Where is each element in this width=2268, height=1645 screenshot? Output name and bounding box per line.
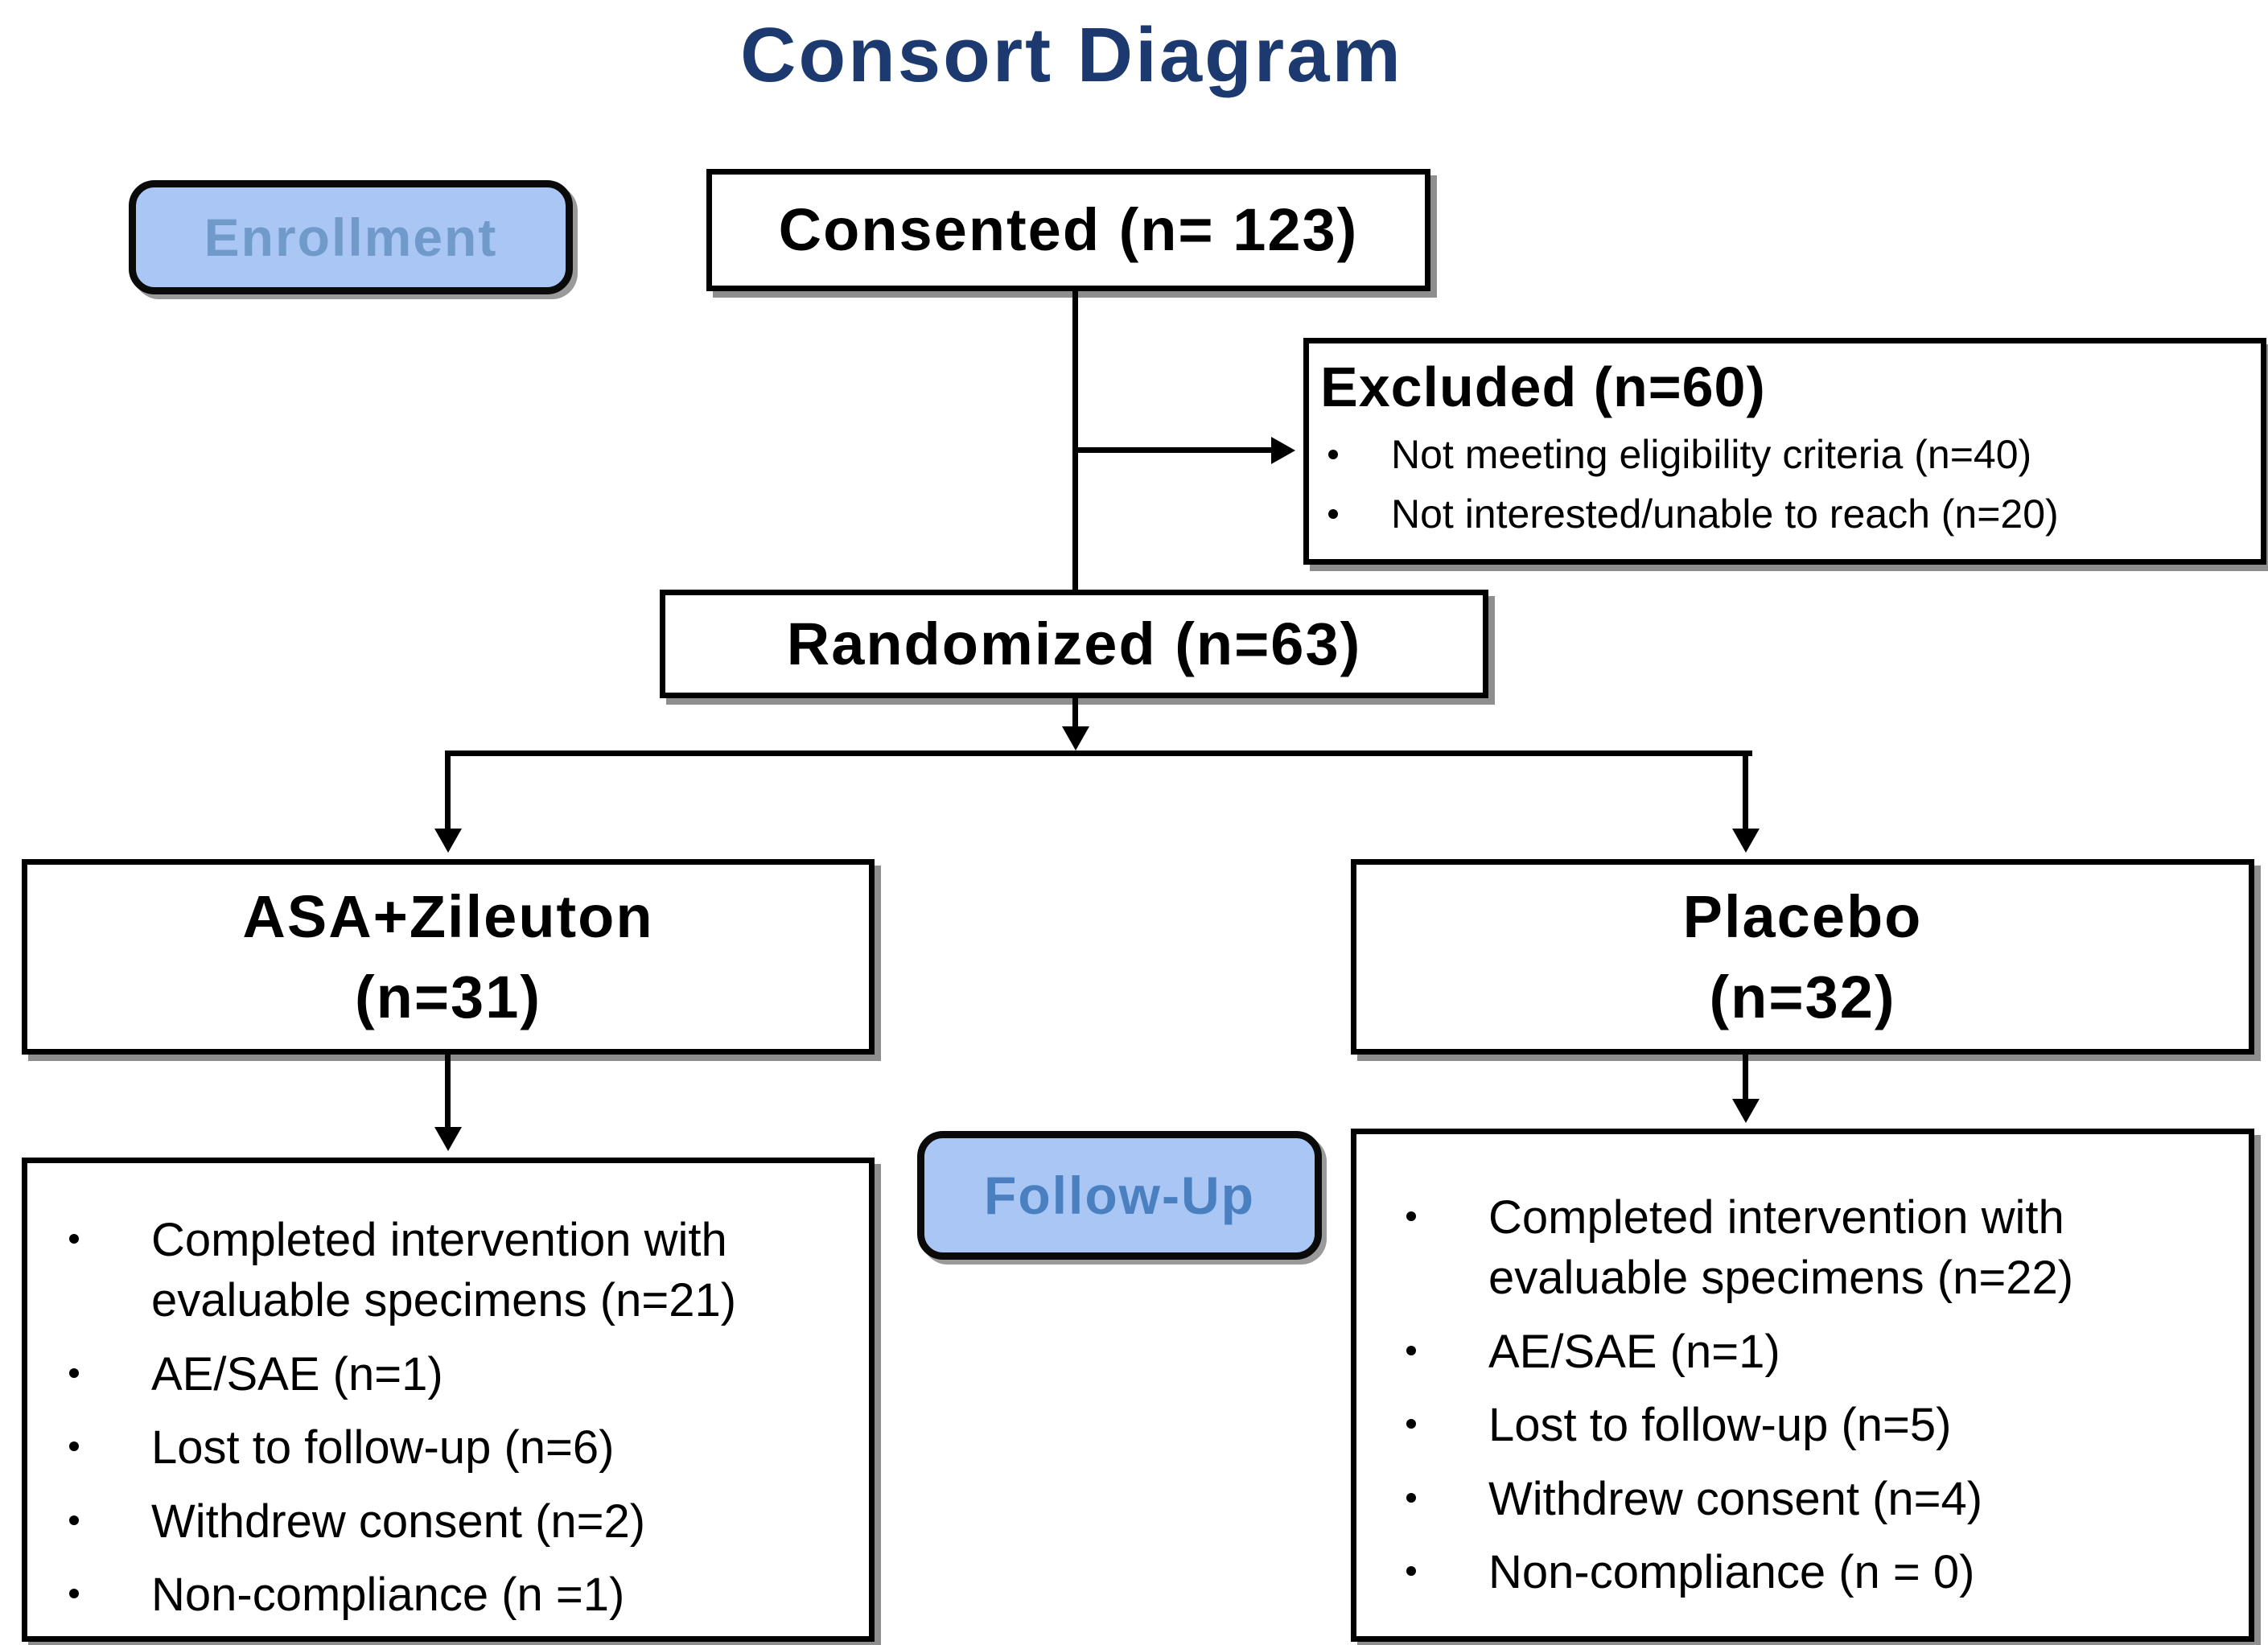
followup-left-item: Lost to follow-up (n=6) bbox=[151, 1421, 615, 1474]
followup-left-item: Non-compliance (n =1) bbox=[151, 1568, 625, 1621]
connector-branch-arm-right bbox=[1743, 756, 1748, 832]
excluded-item-text: Not meeting eligibility criteria (n=40) bbox=[1391, 432, 2032, 477]
page-title: Consort Diagram bbox=[740, 12, 1403, 98]
arrowhead-down-icon bbox=[1732, 1099, 1760, 1123]
connector-randomized-branch bbox=[1072, 697, 1078, 732]
consented-label: Consented (n= 123) bbox=[778, 196, 1359, 264]
bullet-icon bbox=[1406, 1565, 1416, 1576]
arrowhead-down-icon bbox=[1062, 726, 1089, 751]
followup-right-box: Completed intervention with evaluable sp… bbox=[1351, 1129, 2254, 1642]
arm-right-box: Placebo (n=32) bbox=[1351, 859, 2254, 1055]
list-item: AE/SAE (n=1) bbox=[1385, 1322, 2236, 1382]
list-item: Completed intervention with evaluable sp… bbox=[1385, 1187, 2236, 1309]
bullet-icon bbox=[69, 1234, 79, 1244]
bullet-icon bbox=[1406, 1492, 1416, 1503]
arm-right-name: Placebo bbox=[1682, 882, 1923, 950]
list-item: Completed intervention with evaluable sp… bbox=[48, 1210, 856, 1331]
followup-right-item: Lost to follow-up (n=5) bbox=[1488, 1399, 1952, 1452]
list-item: AE/SAE (n=1) bbox=[48, 1344, 856, 1404]
arrowhead-down-icon bbox=[1732, 829, 1760, 853]
list-item: Not interested/unable to reach (n=20) bbox=[1309, 491, 2261, 538]
bullet-icon bbox=[69, 1441, 79, 1452]
connector-branch-arm-left bbox=[445, 756, 451, 832]
arrowhead-right-icon bbox=[1271, 437, 1295, 464]
connector-excluded-line bbox=[1078, 447, 1271, 453]
bullet-icon bbox=[1406, 1345, 1416, 1355]
list-item: Non-compliance (n = 0) bbox=[1385, 1542, 2236, 1602]
list-item: Withdrew consent (n=2) bbox=[48, 1491, 856, 1552]
bullet-icon bbox=[1328, 508, 1338, 519]
branch-line bbox=[445, 751, 1752, 756]
arrowhead-down-icon bbox=[434, 1127, 462, 1151]
excluded-heading: Excluded (n=60) bbox=[1320, 356, 1766, 418]
follow-up-stage-badge: Follow-Up bbox=[917, 1131, 1322, 1260]
follow-up-stage-label: Follow-Up bbox=[984, 1166, 1255, 1225]
arm-left-name: ASA+Zileuton bbox=[242, 882, 654, 950]
bullet-icon bbox=[69, 1588, 79, 1598]
list-item: Lost to follow-up (n=5) bbox=[1385, 1395, 2236, 1455]
list-item: Not meeting eligibility criteria (n=40) bbox=[1309, 432, 2261, 479]
followup-right-item: AE/SAE (n=1) bbox=[1488, 1325, 1780, 1378]
bullet-icon bbox=[69, 1515, 79, 1525]
followup-left-item: Withdrew consent (n=2) bbox=[151, 1495, 646, 1548]
bullet-icon bbox=[1406, 1419, 1416, 1429]
connector-consented-randomized bbox=[1072, 291, 1078, 590]
arm-right-n: (n=32) bbox=[1709, 963, 1896, 1030]
bullet-icon bbox=[1406, 1211, 1416, 1221]
connector-arm-followup-right bbox=[1743, 1055, 1748, 1103]
connector-arm-followup-left bbox=[445, 1055, 451, 1130]
consented-box: Consented (n= 123) bbox=[706, 169, 1430, 291]
arrowhead-down-icon bbox=[434, 829, 462, 853]
excluded-item-text: Not interested/unable to reach (n=20) bbox=[1391, 491, 2059, 537]
followup-right-item: Withdrew consent (n=4) bbox=[1488, 1472, 1983, 1525]
arm-left-n: (n=31) bbox=[354, 963, 541, 1030]
list-item: Withdrew consent (n=4) bbox=[1385, 1469, 2236, 1529]
list-item: Non-compliance (n =1) bbox=[48, 1565, 856, 1625]
followup-left-item: Completed intervention with evaluable sp… bbox=[151, 1214, 737, 1327]
randomized-label: Randomized (n=63) bbox=[786, 610, 1362, 677]
followup-right-item: Non-compliance (n = 0) bbox=[1488, 1545, 1975, 1598]
randomized-box: Randomized (n=63) bbox=[660, 590, 1488, 698]
bullet-icon bbox=[69, 1367, 79, 1378]
arm-left-box: ASA+Zileuton (n=31) bbox=[22, 859, 875, 1055]
excluded-box: Excluded (n=60) Not meeting eligibility … bbox=[1303, 338, 2266, 565]
enrollment-stage-badge: Enrollment bbox=[129, 180, 573, 294]
followup-left-item: AE/SAE (n=1) bbox=[151, 1347, 443, 1400]
followup-left-box: Completed intervention with evaluable sp… bbox=[22, 1158, 875, 1642]
followup-right-item: Completed intervention with evaluable sp… bbox=[1488, 1191, 2074, 1305]
list-item: Lost to follow-up (n=6) bbox=[48, 1417, 856, 1478]
enrollment-stage-label: Enrollment bbox=[204, 208, 498, 267]
bullet-icon bbox=[1328, 450, 1338, 459]
